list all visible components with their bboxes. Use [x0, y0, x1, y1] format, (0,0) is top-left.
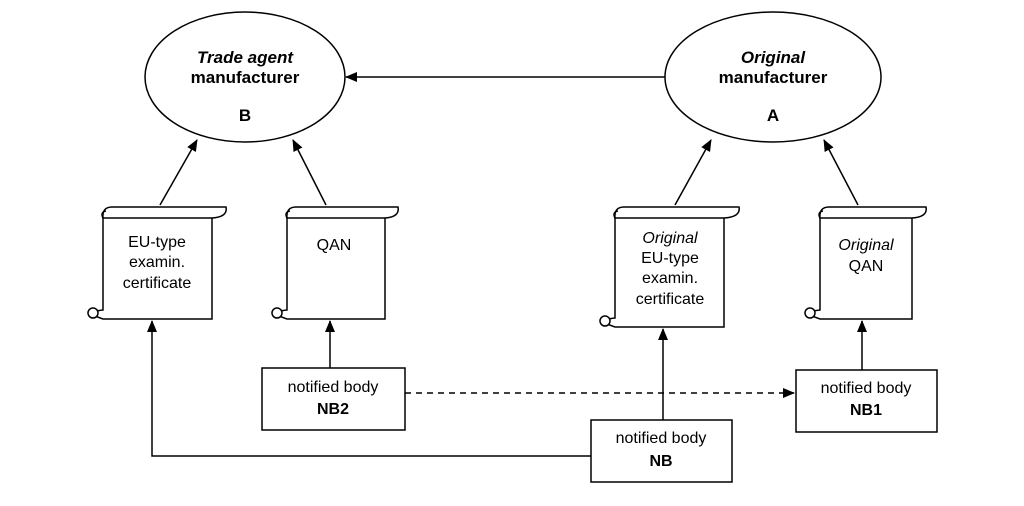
- trade-agent-letter: B: [239, 106, 251, 125]
- arrow-aqan-to-a: [823, 139, 859, 206]
- b-cert-line1: EU-type: [128, 234, 186, 251]
- nb-box: notified body NB: [590, 419, 733, 483]
- arrow-bqan-to-b: [292, 139, 327, 206]
- a-cert-original: Original: [642, 230, 698, 247]
- a-cert-line3: certificate: [636, 291, 705, 308]
- original-letter: A: [767, 106, 779, 125]
- nb1-code: NB1: [850, 402, 882, 419]
- nb2-box: notified body NB2: [261, 367, 406, 431]
- arrow-nb-to-bcert: [147, 320, 591, 457]
- arrow-acert-to-a: [674, 139, 712, 206]
- nb2-code: NB2: [317, 401, 349, 418]
- trade-agent-manufacturer-node: Trade agent manufacturer B: [144, 11, 346, 143]
- arrow-bcert-to-b: [159, 139, 198, 206]
- nb2-label: notified body: [288, 379, 379, 396]
- a-qan-scroll: Original QAN: [804, 206, 927, 320]
- trade-agent-subtitle: manufacturer: [191, 68, 300, 87]
- a-certificate-scroll: Original EU-type examin. certificate: [599, 206, 740, 328]
- b-qan-label: QAN: [317, 237, 352, 254]
- b-cert-line3: certificate: [123, 275, 192, 292]
- nb-code: NB: [649, 453, 672, 470]
- trade-agent-title: Trade agent: [197, 48, 294, 67]
- a-cert-line2: examin.: [642, 270, 698, 287]
- b-certificate-scroll: EU-type examin. certificate: [87, 206, 227, 320]
- a-qan-original: Original: [838, 237, 894, 254]
- nb1-box: notified body NB1: [795, 369, 938, 433]
- nb-label: notified body: [616, 430, 707, 447]
- original-manufacturer-node: Original manufacturer A: [664, 11, 882, 143]
- b-cert-line2: examin.: [129, 254, 185, 271]
- a-qan-label: QAN: [849, 258, 884, 275]
- nb1-label: notified body: [821, 380, 912, 397]
- b-qan-scroll: QAN: [271, 206, 399, 320]
- original-subtitle: manufacturer: [719, 68, 828, 87]
- a-cert-line1: EU-type: [641, 250, 699, 267]
- original-title: Original: [741, 48, 807, 67]
